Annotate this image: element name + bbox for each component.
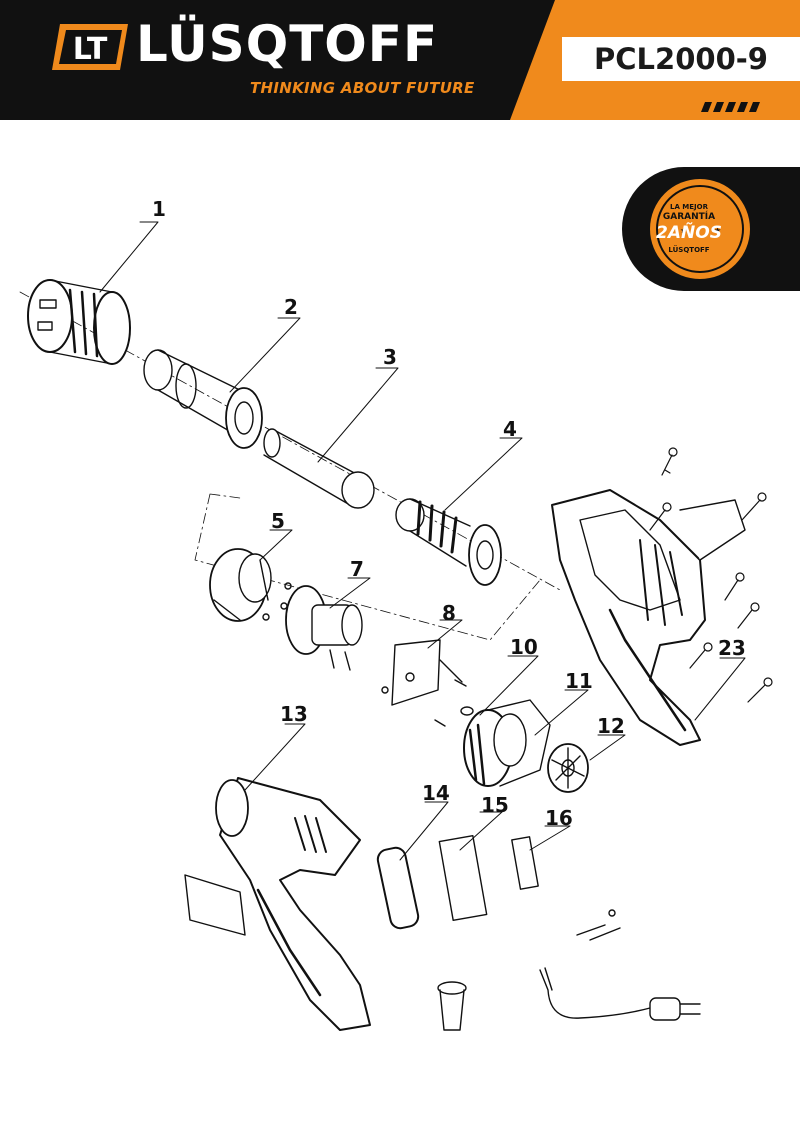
part-label-7: 7	[350, 557, 364, 581]
part-label-4: 4	[503, 417, 517, 441]
warranty-badge-shape: ★ ★	[622, 167, 800, 291]
power-cord	[539, 967, 701, 1021]
part-label-1: 1	[152, 197, 166, 221]
part-12-fan	[547, 743, 589, 793]
part-label-16: 16	[545, 806, 573, 830]
right-half-shell	[551, 489, 746, 746]
part-16-switch	[511, 836, 539, 890]
part-14-gasket	[376, 846, 420, 930]
part-label-23: 23	[718, 636, 746, 660]
part-10-ring	[460, 706, 474, 716]
part-label-10: 10	[510, 635, 538, 659]
part-7-motor	[285, 585, 363, 671]
part-8-plate	[381, 639, 467, 727]
assembly-guide-line	[194, 493, 541, 641]
part-13-left-half-shell	[184, 777, 371, 1031]
part-label-2: 2	[284, 295, 298, 319]
svg-text:★: ★	[714, 226, 721, 235]
part-11-switch-housing	[463, 699, 551, 787]
part-4-heating-element	[395, 498, 502, 586]
screws	[649, 447, 773, 703]
part-label-14: 14	[422, 781, 450, 805]
warranty-badge: ★ ★ LA MEJOR GARANTÍA 2AÑOS LÜSQTOFF	[622, 167, 800, 291]
part-label-11: 11	[565, 669, 593, 693]
part-label-5: 5	[271, 509, 285, 533]
model-number: PCL2000-9	[562, 37, 800, 81]
part-label-12: 12	[597, 714, 625, 738]
badge-line1: LA MEJOR	[669, 203, 708, 211]
part-15-pcb	[438, 834, 488, 922]
brand-name: LÜSQTOFF	[136, 15, 439, 73]
part-1-nozzle	[27, 279, 131, 365]
header-banner: LT LÜSQTOFF THINKING ABOUT FUTURE PCL200…	[0, 0, 800, 120]
part-5-fan-housing	[209, 548, 292, 622]
part-label-3: 3	[383, 345, 397, 369]
brand-tagline: THINKING ABOUT FUTURE	[250, 79, 475, 97]
part-2-tube	[143, 349, 263, 449]
part-3-mica-cylinder	[263, 428, 375, 509]
leader-lines	[99, 221, 746, 861]
badge-line3: 2AÑOS	[656, 223, 722, 243]
logo-mark-text: LT	[73, 32, 108, 67]
badge-line2: GARANTÍA	[662, 212, 716, 222]
svg-text:★: ★	[680, 226, 687, 235]
cord-guard	[437, 981, 467, 1031]
badge-line4: LÜSQTOFF	[668, 246, 710, 254]
bottom-screws	[576, 909, 621, 941]
part-label-13: 13	[280, 702, 308, 726]
part-label-15: 15	[481, 793, 509, 817]
logo-icon: LT	[52, 24, 128, 70]
part-label-8: 8	[442, 601, 456, 625]
